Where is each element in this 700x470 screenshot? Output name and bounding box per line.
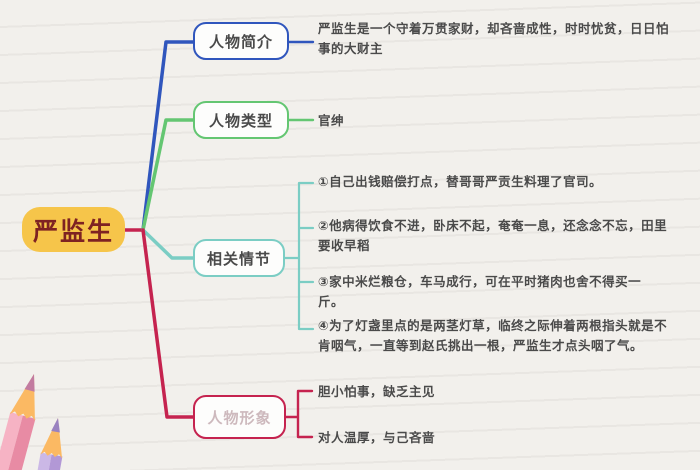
plot-item-3[interactable]: ③家中米烂粮仓，车马成行，可在平时猪肉也舍不得买一斤。 bbox=[318, 275, 642, 309]
image-items-bracket bbox=[283, 389, 314, 439]
branch-line-plot bbox=[141, 228, 196, 260]
node-label: 人物类型 bbox=[208, 112, 273, 130]
pink-pencil-icon bbox=[0, 374, 36, 470]
image-item-1[interactable]: 胆小怕事，缺乏主见 bbox=[318, 385, 436, 399]
purple-pencil-icon bbox=[30, 418, 63, 470]
plot-item-1[interactable]: ①自己出钱赔偿打点，替哥哥严贡生料理了官司。 bbox=[318, 175, 603, 189]
plot-item-4[interactable]: ④为了灯盏里点的是两茎灯草，临终之际伸着两根指头就是不肯咽气，一直等到赵氏挑出一… bbox=[318, 319, 668, 353]
branch-line-intro bbox=[141, 40, 195, 232]
node-related-plots[interactable]: 相关情节 bbox=[193, 239, 285, 277]
type-note-text[interactable]: 官绅 bbox=[318, 114, 345, 128]
node-label: 人物简介 bbox=[208, 33, 273, 51]
node-character-type[interactable]: 人物类型 bbox=[193, 101, 289, 139]
plot-items-bracket bbox=[282, 181, 315, 331]
node-label: 相关情节 bbox=[206, 250, 271, 268]
root-node[interactable]: 严监生 bbox=[22, 207, 125, 252]
node-character-image[interactable]: 人物形象 bbox=[193, 395, 286, 439]
node-character-intro[interactable]: 人物简介 bbox=[193, 22, 289, 60]
branch-line-type bbox=[141, 118, 195, 232]
root-node-label: 严监生 bbox=[32, 217, 114, 246]
plot-item-2[interactable]: ②他病得饮食不进，卧床不起，奄奄一息，还念念不忘，田里要收早稻 bbox=[318, 219, 668, 253]
branch-line-image bbox=[141, 228, 196, 419]
intro-note-text[interactable]: 严监生是一个守着万贯家财，却吝啬成性，时时忧贫，日日怕事的大财主 bbox=[318, 22, 670, 56]
node-label: 人物形象 bbox=[207, 409, 272, 427]
image-item-2[interactable]: 对人温厚，与己吝啬 bbox=[318, 431, 436, 445]
